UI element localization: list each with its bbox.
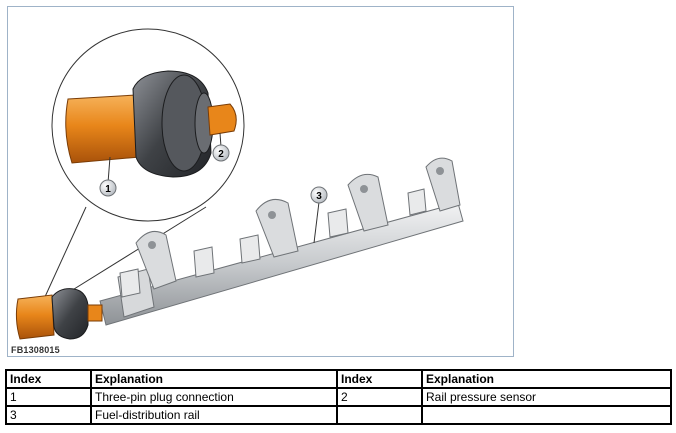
legend-cell: Rail pressure sensor xyxy=(421,387,672,407)
zoom-plug xyxy=(65,94,141,164)
callout-label-2: 2 xyxy=(218,149,224,160)
rail-brackets xyxy=(135,157,461,290)
legend-cell: 2 xyxy=(336,387,423,407)
legend-header-index-2: Index xyxy=(336,369,423,389)
rail-body xyxy=(99,202,464,326)
legend-header-explanation-1: Explanation xyxy=(90,369,338,389)
callout-1: 1 xyxy=(99,179,117,197)
legend-cell: Fuel-distribution rail xyxy=(90,405,338,425)
rail-injector-cups xyxy=(119,188,427,298)
legend-cell: Three-pin plug connection xyxy=(90,387,338,407)
legend-header-index-1: Index xyxy=(5,369,92,389)
figure-code: FB1308015 xyxy=(11,345,60,355)
table-row: 1 Three-pin plug connection 2 Rail press… xyxy=(5,387,672,407)
rail-sensor-nut xyxy=(51,288,89,340)
zoom-line-left xyxy=(43,206,87,300)
fuel-rail-illustration: 1 2 3 xyxy=(15,28,464,340)
table-row: 3 Fuel-distribution rail xyxy=(5,405,672,425)
diagram-figure: 1 2 3 FB1308015 xyxy=(7,6,514,357)
legend-table: Index Explanation Index Explanation 1 Th… xyxy=(5,369,672,425)
legend-cell xyxy=(421,405,672,425)
callout-label-1: 1 xyxy=(105,184,111,195)
zoom-thread-tip xyxy=(207,103,237,136)
legend-header-row: Index Explanation Index Explanation xyxy=(5,369,672,389)
legend-header-explanation-2: Explanation xyxy=(421,369,672,389)
zoom-line-right xyxy=(57,206,207,300)
legend-cell xyxy=(336,405,423,425)
callout-2: 2 xyxy=(212,144,230,162)
legend-cell: 1 xyxy=(5,387,92,407)
callout-3: 3 xyxy=(310,186,328,204)
callout-label-3: 3 xyxy=(316,191,322,202)
legend-cell: 3 xyxy=(5,405,92,425)
rail-sensor-plug xyxy=(15,294,55,340)
